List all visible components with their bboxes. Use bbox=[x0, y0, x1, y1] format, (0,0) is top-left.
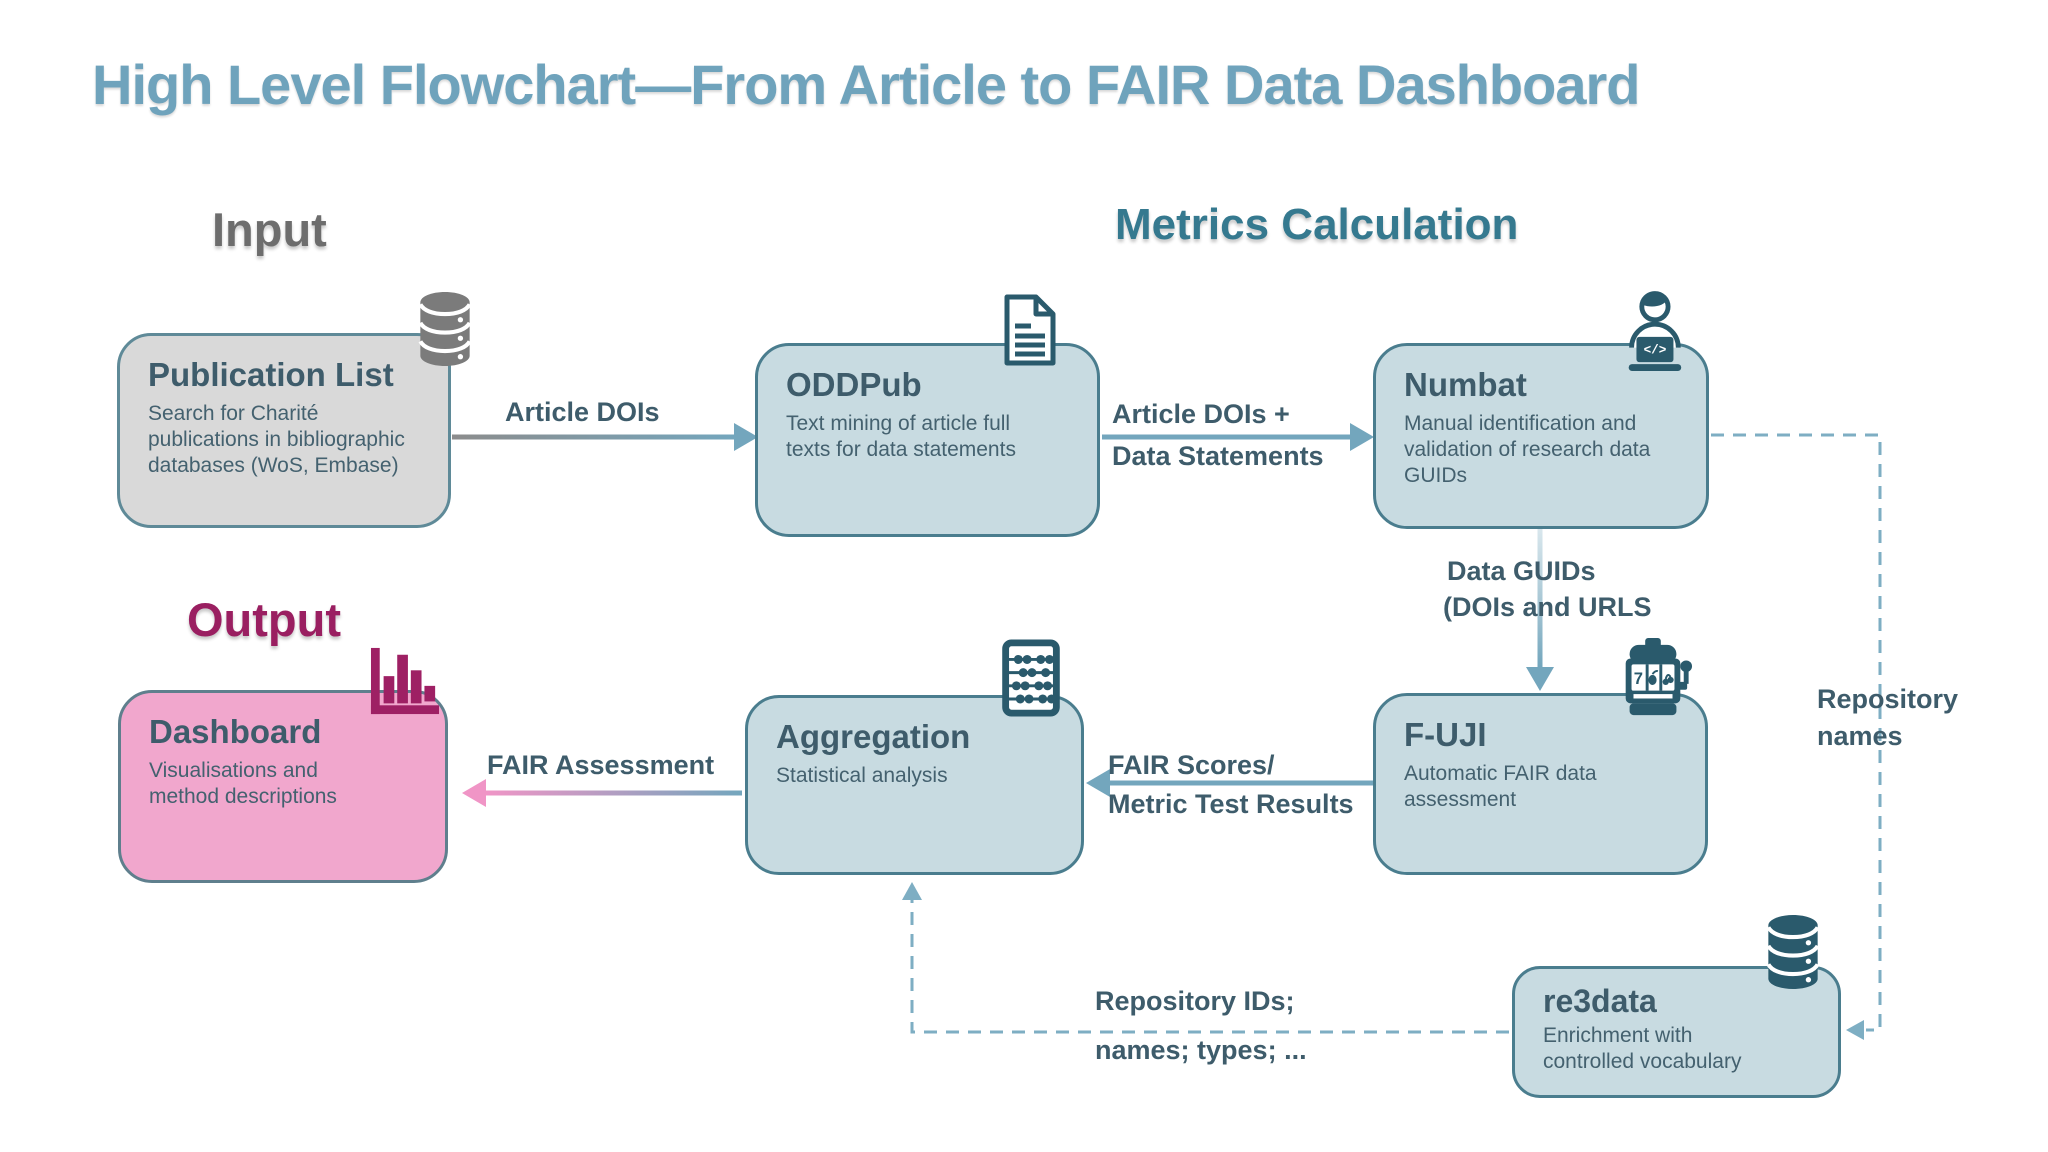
edge-publist-oddpub bbox=[452, 423, 758, 451]
person-laptop-icon: </> bbox=[1616, 288, 1690, 376]
edge-oddpub-numbat bbox=[1102, 423, 1374, 451]
edge-label-fair-scores-line2: Metric Test Results bbox=[1108, 789, 1354, 819]
edge-fuji-aggregation bbox=[1086, 769, 1390, 797]
node-dashboard: Dashboard Visualisations and method desc… bbox=[118, 690, 448, 883]
edge-label-repository-ids-line2: names; types; ... bbox=[1095, 1035, 1307, 1065]
edge-label-article-dois: Article DOIs bbox=[505, 397, 660, 427]
node-re3data-title: re3data bbox=[1543, 983, 1657, 1019]
node-fuji: F-UJI Automatic FAIR data assessment bbox=[1373, 693, 1708, 875]
page-title: High Level Flowchart—From Article to FAI… bbox=[92, 53, 1640, 116]
edge-aggregation-dashboard bbox=[462, 779, 742, 807]
node-aggregation: Aggregation Statistical analysis bbox=[745, 695, 1084, 875]
database-icon bbox=[416, 291, 474, 367]
node-re3data-desc: Enrichment with controlled vocabulary bbox=[1543, 1024, 1742, 1073]
edge-label-fair-scores-line1: FAIR Scores/ bbox=[1108, 750, 1275, 780]
node-numbat-title: Numbat bbox=[1404, 366, 1527, 403]
edge-label-data-guids-line1: Data GUIDs bbox=[1447, 556, 1596, 586]
section-heading-metrics: Metrics Calculation bbox=[1115, 200, 1519, 249]
node-numbat: Numbat Manual identification and validat… bbox=[1373, 343, 1709, 529]
edge-numbat-fuji bbox=[1526, 529, 1554, 691]
database-icon bbox=[1764, 914, 1822, 990]
abacus-icon bbox=[1000, 638, 1062, 718]
section-heading-output: Output bbox=[187, 593, 341, 646]
section-heading-input: Input bbox=[212, 203, 327, 256]
node-publication-list: Publication List Search for Charité publ… bbox=[117, 333, 451, 528]
edge-label-repository-ids-line1: Repository IDs; bbox=[1095, 986, 1295, 1016]
node-fuji-desc: Automatic FAIR data assessment bbox=[1404, 762, 1597, 811]
slot-machine-icon: 7 bbox=[1612, 638, 1694, 718]
node-aggregation-desc: Statistical analysis bbox=[776, 764, 948, 787]
node-publication-list-title: Publication List bbox=[148, 356, 394, 393]
node-publication-list-desc: Search for Charité publications in bibli… bbox=[148, 402, 405, 477]
node-dashboard-title: Dashboard bbox=[149, 713, 322, 750]
edge-label-repository-names-line2: names bbox=[1817, 721, 1903, 751]
edge-label-article-dois-statements-line1: Article DOIs + bbox=[1112, 399, 1290, 429]
edge-label-repository-names-line1: Repository bbox=[1817, 684, 1959, 714]
node-oddpub: ODDPub Text mining of article full texts… bbox=[755, 343, 1100, 537]
svg-text:</>: </> bbox=[1644, 342, 1667, 357]
edge-label-fair-assessment: FAIR Assessment bbox=[487, 750, 715, 780]
edge-re3data-aggregation-dashed bbox=[902, 882, 1509, 1034]
bar-chart-icon bbox=[369, 646, 441, 716]
node-dashboard-desc: Visualisations and method descriptions bbox=[149, 759, 337, 808]
node-fuji-title: F-UJI bbox=[1404, 716, 1487, 753]
node-aggregation-title: Aggregation bbox=[776, 718, 971, 755]
edge-label-article-dois-statements-line2: Data Statements bbox=[1112, 441, 1324, 471]
node-oddpub-desc: Text mining of article full texts for da… bbox=[786, 412, 1016, 461]
node-numbat-desc: Manual identification and validation of … bbox=[1404, 412, 1651, 487]
node-oddpub-title: ODDPub bbox=[786, 366, 922, 403]
edge-label-data-guids-line2: (DOIs and URLS bbox=[1443, 592, 1652, 622]
svg-text:7: 7 bbox=[1634, 669, 1643, 688]
document-icon bbox=[1000, 293, 1058, 367]
edge-numbat-re3data-dashed bbox=[1711, 433, 1882, 1040]
